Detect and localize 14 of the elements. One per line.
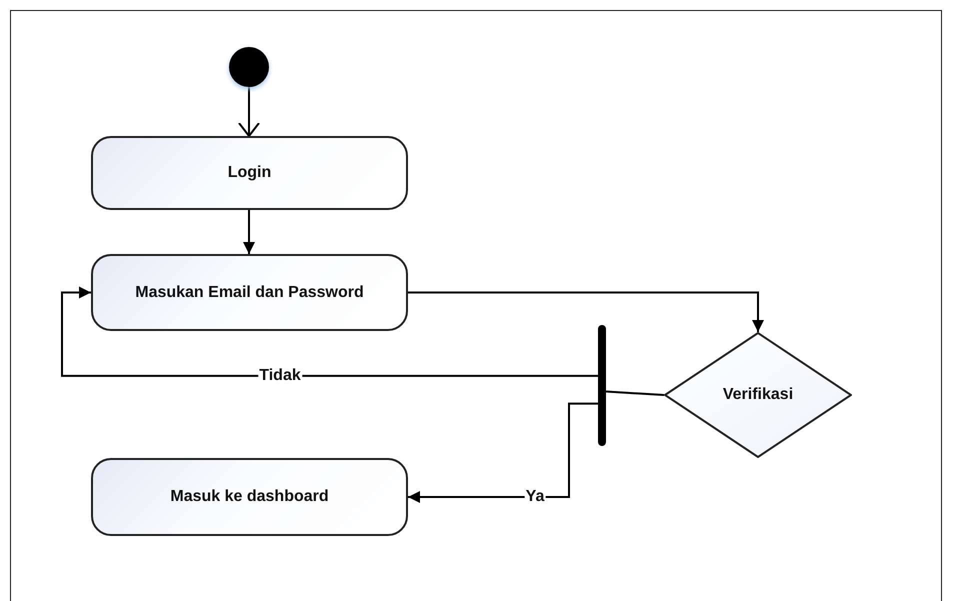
node-label: Login [226,163,272,183]
action-box [91,136,408,210]
arrow [243,210,255,254]
arrow [61,286,598,377]
fork-bar [598,325,606,446]
arrow [408,292,764,332]
action-box [91,254,408,331]
arrow [408,402,598,503]
arrow [238,87,260,137]
node-label: Verifikasi [722,386,794,403]
node-label: Masuk ke dashboard [169,487,330,507]
node-label: Masukan Email dan Password [134,282,365,302]
action-box [91,458,408,536]
start-node [229,47,269,87]
